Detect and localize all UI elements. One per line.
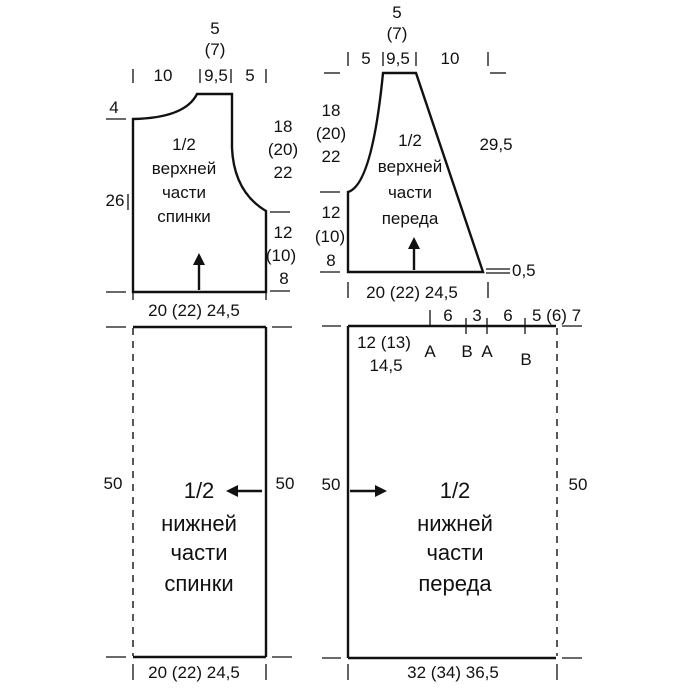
back-lower-left-height: 50 (104, 474, 123, 493)
back-side-lower-1: 12 (274, 223, 293, 242)
back-top-width-1: 10 (154, 66, 173, 85)
front-lower-piece: 6 3 6 5 (6) 7 12 (13) 14,5 А В А В 50 50… (322, 306, 588, 682)
back-lower-grain-arrow (226, 485, 262, 497)
front-letter-2: В (461, 342, 472, 361)
back-side-lower-3: 8 (279, 269, 288, 288)
front-lower-right-height: 50 (569, 475, 588, 494)
back-side-lower-2: (10) (266, 246, 296, 265)
back-upper-label-1: 1/2 (172, 135, 196, 154)
front-upper-label-1: 1/2 (398, 131, 422, 150)
back-neck-top-1: 5 (210, 19, 219, 38)
front-lower-label-4: переда (418, 571, 492, 596)
front-letter-3: А (481, 342, 493, 361)
front-slant-length: 29,5 (479, 135, 512, 154)
front-top-mark-3: 6 (503, 306, 512, 325)
front-upper-label-4: переда (382, 209, 439, 228)
front-lower-left-height: 50 (322, 475, 341, 494)
front-lower-label-1: 1/2 (440, 478, 471, 503)
back-upper-piece: 10 9,5 5 5 (7) 4 26 18 (20) 22 12 (10) 8… (106, 19, 299, 320)
front-left-lower-2: (10) (315, 227, 345, 246)
back-lower-label-3: части (170, 540, 227, 565)
front-lower-bottom-width: 32 (34) 36,5 (407, 663, 499, 682)
back-side-height: 26 (106, 191, 125, 210)
front-upper-bottom-width: 20 (22) 24,5 (366, 283, 458, 302)
back-lower-piece: 50 50 20 (22) 24,5 1/2 нижней части спин… (104, 325, 295, 682)
front-lower-grain-arrow (350, 485, 387, 497)
front-letter-4: В (520, 350, 531, 369)
back-shoulder-drop: 4 (109, 98, 118, 117)
back-armhole-1: 18 (274, 117, 293, 136)
front-top-mark-1: 6 (443, 306, 452, 325)
front-top-width-3: 10 (441, 49, 460, 68)
front-inner-width-1: 12 (13) (357, 333, 411, 352)
back-upper-label-4: спинки (157, 207, 211, 226)
back-lower-bottom-width: 20 (22) 24,5 (148, 663, 240, 682)
back-upper-label-3: части (162, 183, 206, 202)
front-left-upper-1: 18 (322, 101, 341, 120)
front-top-mark-2: 3 (472, 306, 481, 325)
back-upper-grain-arrow (193, 253, 205, 290)
back-neck-top-2: (7) (205, 40, 226, 59)
front-inner-width-2: 14,5 (369, 356, 402, 375)
front-neck-top-1: 5 (392, 3, 401, 22)
back-armhole-2: (20) (268, 140, 298, 159)
front-top-width-2: 9,5 (386, 49, 410, 68)
front-upper-outline (346, 71, 485, 274)
front-offset: 0,5 (512, 261, 536, 280)
back-upper-bottom-width: 20 (22) 24,5 (148, 301, 240, 320)
back-lower-label-2: нижней (161, 511, 237, 536)
front-left-lower-3: 8 (326, 251, 335, 270)
back-upper-label-2: верхней (152, 159, 216, 178)
back-upper-outline (131, 92, 268, 294)
front-left-upper-3: 22 (322, 147, 341, 166)
front-upper-grain-arrow (408, 237, 420, 270)
back-top-width-3: 5 (245, 66, 254, 85)
front-lower-label-3: части (426, 540, 483, 565)
back-lower-right-height: 50 (276, 474, 295, 493)
front-left-lower-1: 12 (322, 203, 341, 222)
front-top-width-1: 5 (361, 49, 370, 68)
back-top-width-2: 9,5 (204, 66, 228, 85)
front-letter-1: А (424, 342, 436, 361)
front-upper-label-3: части (388, 183, 432, 202)
front-top-mark-4: 5 (6) 7 (532, 306, 581, 325)
back-armhole-3: 22 (274, 163, 293, 182)
front-left-upper-2: (20) (316, 124, 346, 143)
back-lower-label-4: спинки (164, 571, 233, 596)
front-upper-piece: 5 9,5 10 5 (7) 18 (20) 22 12 (10) 8 29,5… (315, 3, 536, 302)
front-lower-label-2: нижней (417, 511, 493, 536)
back-lower-label-1: 1/2 (184, 478, 215, 503)
front-upper-label-2: верхней (378, 157, 442, 176)
front-neck-top-2: (7) (387, 24, 408, 43)
